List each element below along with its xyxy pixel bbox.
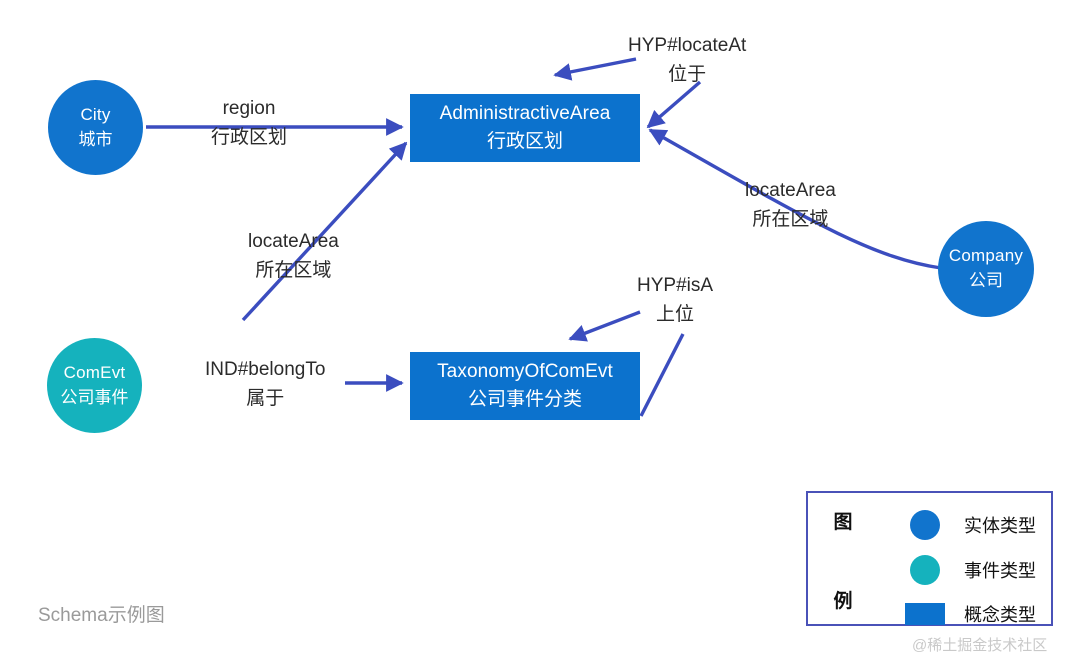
edge-label-locatearea-comevt-en: locateArea bbox=[248, 231, 339, 252]
node-company-label-cn: 公司 bbox=[969, 271, 1003, 290]
edge-label-region-cn: 行政区划 bbox=[211, 127, 288, 149]
watermark: @稀土掘金技术社区 bbox=[912, 637, 1048, 654]
legend-panel: 图 例 实体类型 事件类型 概念类型 bbox=[806, 491, 1053, 626]
legend-item-event-label: 事件类型 bbox=[964, 561, 1036, 581]
node-comevt[interactable]: ComEvt 公司事件 bbox=[47, 338, 142, 433]
edge-isa bbox=[568, 310, 641, 342]
node-city[interactable]: City 城市 bbox=[48, 80, 143, 175]
node-company-label-en: Company bbox=[948, 246, 1024, 266]
legend-item-entity-label: 实体类型 bbox=[964, 516, 1036, 536]
edge-isa-secondary bbox=[639, 333, 685, 417]
edge-label-locatearea-comevt-cn: 所在区域 bbox=[255, 260, 332, 282]
legend-item-event: 事件类型 bbox=[904, 555, 1036, 585]
edge-label-isa-en: HYP#isA bbox=[637, 275, 714, 296]
legend-title: 图 例 bbox=[826, 507, 860, 613]
event-circle-icon bbox=[910, 555, 940, 585]
node-taxonomyofcomevt-label-cn: 公司事件分类 bbox=[467, 389, 582, 410]
legend-item-concept-label: 概念类型 bbox=[964, 605, 1036, 625]
edge-locateat bbox=[553, 57, 637, 81]
node-comevt-label-cn: 公司事件 bbox=[60, 387, 129, 407]
node-city-label-en: City bbox=[80, 104, 111, 124]
legend-title-char-2: 例 bbox=[833, 591, 853, 612]
edge-label-locatearea-company-cn: 所在区域 bbox=[752, 209, 829, 231]
edge-label-belongto-en: IND#belongTo bbox=[205, 359, 326, 380]
legend-swatch-entity-wrap bbox=[904, 510, 946, 540]
edge-label-isa: HYP#isA 上位 bbox=[637, 271, 713, 330]
edge-label-locatearea-company-en: locateArea bbox=[745, 180, 836, 201]
edge-label-locatearea-comevt: locateArea 所在区域 bbox=[248, 227, 339, 286]
legend-item-concept: 概念类型 bbox=[904, 601, 1036, 627]
concept-rect-icon bbox=[905, 603, 945, 625]
edge-label-isa-cn: 上位 bbox=[656, 304, 695, 326]
edge-label-locateat-en: HYP#locateAt bbox=[628, 35, 747, 56]
legend-title-char-1: 图 bbox=[833, 512, 853, 533]
diagram-caption: Schema示例图 bbox=[38, 605, 165, 626]
node-administractivearea-label-en: AdministractiveArea bbox=[439, 102, 611, 124]
legend-item-entity: 实体类型 bbox=[904, 510, 1036, 540]
node-comevt-label-en: ComEvt bbox=[63, 362, 126, 382]
edge-label-locateat: HYP#locateAt 位于 bbox=[628, 31, 746, 90]
edge-label-region: region 行政区划 bbox=[211, 94, 287, 153]
edge-label-belongto: IND#belongTo 属于 bbox=[205, 355, 325, 414]
edge-label-locateat-cn: 位于 bbox=[668, 64, 707, 86]
edge-label-region-en: region bbox=[222, 98, 276, 119]
node-taxonomyofcomevt-label-en: TaxonomyOfComEvt bbox=[437, 360, 613, 382]
node-city-label-cn: 城市 bbox=[78, 129, 113, 149]
node-taxonomyofcomevt[interactable]: TaxonomyOfComEvt 公司事件分类 bbox=[410, 352, 640, 420]
node-company[interactable]: Company 公司 bbox=[938, 221, 1034, 317]
legend-swatch-concept-wrap bbox=[904, 603, 946, 625]
node-administractivearea[interactable]: AdministractiveArea 行政区划 bbox=[410, 94, 640, 162]
legend-swatch-event-wrap bbox=[904, 555, 946, 585]
node-administractivearea-label-cn: 行政区划 bbox=[486, 131, 563, 152]
edge-label-locatearea-company: locateArea 所在区域 bbox=[745, 176, 836, 235]
entity-circle-icon bbox=[910, 510, 940, 540]
edge-label-belongto-cn: 属于 bbox=[246, 388, 285, 410]
